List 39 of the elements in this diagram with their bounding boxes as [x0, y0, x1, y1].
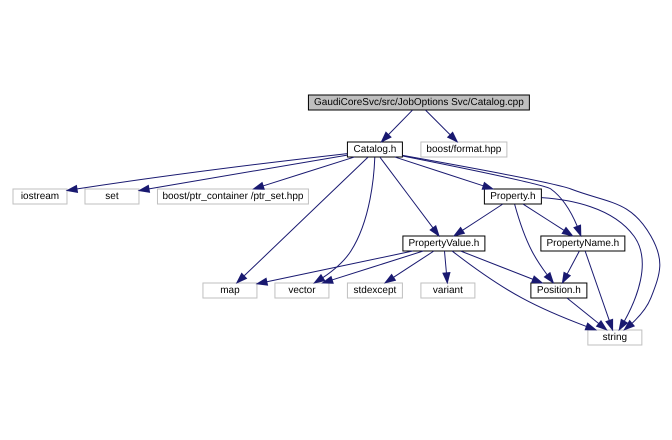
- arrow: [561, 250, 580, 284]
- arrow: [522, 204, 574, 237]
- arrow: [380, 110, 412, 143]
- node-box: iostream: [12, 188, 67, 204]
- node-box: string: [586, 329, 642, 346]
- node-box: variant: [420, 282, 475, 298]
- arrow: [255, 250, 413, 286]
- arrow: [452, 204, 503, 237]
- arrow: [402, 156, 581, 238]
- node-box: map: [202, 282, 257, 298]
- arrow: [442, 250, 450, 284]
- arrow: [378, 156, 440, 238]
- arrow: [252, 156, 354, 190]
- node-box: Property.h: [483, 188, 542, 204]
- arrow: [460, 250, 544, 284]
- node-box: Position.h: [530, 282, 587, 298]
- node-box: PropertyValue.h: [402, 236, 485, 252]
- arrow: [65, 153, 348, 194]
- arrow: [451, 250, 597, 330]
- node-box: set: [84, 188, 139, 204]
- arrow: [320, 250, 424, 284]
- node-box: stdexcept: [346, 282, 402, 298]
- arrow: [540, 197, 642, 332]
- arrow: [394, 156, 494, 190]
- arrow: [584, 250, 613, 332]
- arrow: [383, 250, 434, 284]
- arrow: [137, 154, 348, 193]
- node-box: vector: [274, 282, 329, 298]
- node-box: Catalog.h: [346, 142, 402, 158]
- arrow: [424, 110, 458, 143]
- arrow: [566, 298, 608, 331]
- arrow: [402, 154, 660, 331]
- arrow: [312, 156, 375, 284]
- node-box: boost/format.hpp: [420, 142, 507, 158]
- node-box: PropertyName.h: [540, 236, 625, 252]
- node-box: boost/ptr_container /ptr_set.hpp: [156, 188, 308, 204]
- node-box: GaudiCoreSvc/src/JobOptions Svc/Catalog.cpp: [307, 94, 530, 111]
- arrow: [235, 156, 368, 284]
- arrow: [514, 204, 554, 284]
